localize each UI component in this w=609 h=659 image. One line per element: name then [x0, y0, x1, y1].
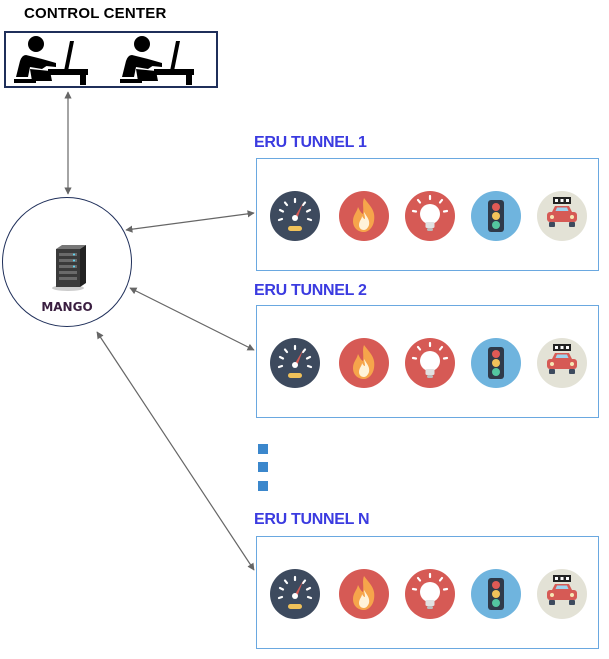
- car-counter-icon: [536, 190, 588, 242]
- ellipsis-dot: [258, 444, 268, 454]
- traffic-light-icon: [470, 190, 522, 242]
- control-center-title: CONTROL CENTER: [24, 5, 167, 22]
- tunnel-1-title: ERU TUNNEL 1: [254, 134, 367, 151]
- tunnel-2-title: ERU TUNNEL 2: [254, 282, 367, 299]
- connector-mango-tunnel-2: [129, 287, 255, 351]
- connector-mango-tunnel-n: [96, 331, 255, 571]
- car-counter-icon: [536, 568, 588, 620]
- control-center-box: [4, 31, 218, 88]
- speedometer-icon: [269, 190, 321, 242]
- traffic-light-icon: [470, 568, 522, 620]
- operator-at-desk-icon: [120, 36, 194, 85]
- mango-label: MANGO: [41, 300, 93, 314]
- ellipsis-dot: [258, 481, 268, 491]
- traffic-light-icon: [470, 337, 522, 389]
- light-bulb-icon: [404, 568, 456, 620]
- operator-at-desk-icon: [14, 36, 88, 85]
- server-rack-icon: [52, 245, 86, 291]
- speedometer-icon: [269, 568, 321, 620]
- light-bulb-icon: [404, 337, 456, 389]
- fire-icon: [338, 337, 390, 389]
- connector-mango-tunnel-1: [125, 210, 255, 233]
- light-bulb-icon: [404, 190, 456, 242]
- fire-icon: [338, 190, 390, 242]
- car-counter-icon: [536, 337, 588, 389]
- fire-icon: [338, 568, 390, 620]
- tunnel-n-title: ERU TUNNEL N: [254, 511, 370, 528]
- ellipsis-dot: [258, 462, 268, 472]
- speedometer-icon: [269, 337, 321, 389]
